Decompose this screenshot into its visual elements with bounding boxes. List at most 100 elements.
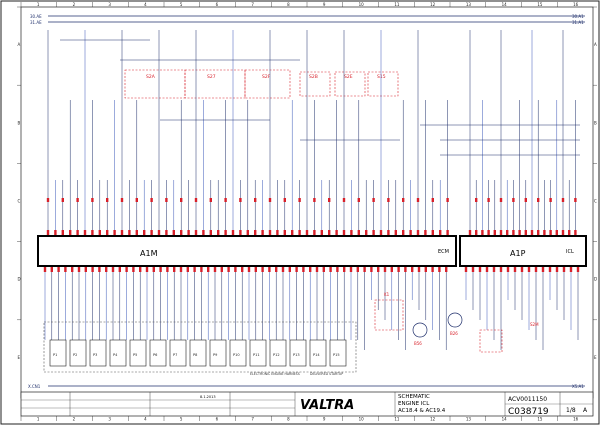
connector-pin — [518, 230, 521, 235]
connector-pin — [50, 267, 53, 272]
rail-top-left-1: 30.AE — [30, 14, 42, 19]
connector-pin — [283, 230, 286, 235]
component-label-s2m: S2M — [530, 322, 539, 327]
connector-pin — [411, 267, 414, 272]
vertical-wires — [47, 30, 580, 236]
connector-pin — [200, 267, 203, 272]
connector-pin — [499, 267, 503, 272]
connector-box — [169, 339, 187, 367]
column-label: 8 — [287, 2, 290, 7]
column-label: 12 — [430, 417, 436, 422]
connector-pin — [194, 230, 198, 235]
connector-pin — [254, 267, 257, 272]
rail-top-right-2: 31.A1 — [572, 20, 584, 25]
row-label: C — [594, 199, 597, 204]
column-label: 10 — [359, 417, 365, 422]
connector-pin — [246, 230, 249, 235]
connector-box-label: P8 — [193, 353, 197, 357]
connector-pin — [173, 267, 176, 272]
connector-pin — [106, 230, 109, 235]
connector-box-label: P7 — [173, 353, 177, 357]
connector-pin — [283, 198, 286, 202]
connector-pin — [356, 267, 359, 272]
connector-pin — [313, 198, 316, 202]
connector-pin — [71, 267, 74, 272]
connector-pin — [150, 198, 153, 202]
drawing-number: C038719 — [508, 407, 549, 417]
rail-top-right-1: 30.A1 — [572, 14, 584, 19]
connector-pin — [180, 230, 183, 235]
bottom-right-components: B56 B26 S2M K1 — [374, 292, 539, 353]
connector-pin — [209, 230, 212, 235]
connector-pin — [261, 267, 264, 272]
connector-pin — [43, 267, 47, 272]
column-label: 14 — [502, 417, 508, 422]
connector-pin — [576, 267, 580, 272]
connector-pin — [313, 230, 316, 235]
connector-pin — [241, 267, 244, 272]
connector-pin — [113, 230, 116, 235]
connector-pin — [438, 267, 441, 272]
connector-box — [49, 339, 67, 367]
connector-box — [209, 339, 227, 367]
icl-label: ICL — [566, 249, 574, 255]
connector-pin — [320, 230, 323, 235]
connector-pin — [537, 230, 540, 235]
connector-pin — [76, 230, 79, 235]
connector-pin — [478, 267, 482, 272]
connector-pin — [475, 230, 478, 235]
column-label: 4 — [144, 2, 147, 7]
connector-box — [69, 339, 87, 367]
connector-pin — [543, 230, 546, 235]
connector-box-label: P12 — [273, 353, 280, 357]
connector-box-label: P11 — [253, 353, 260, 357]
column-label: 2 — [73, 417, 76, 422]
column-label: 3 — [108, 417, 111, 422]
switch-box-s2f — [244, 69, 291, 99]
column-label: 13 — [466, 417, 472, 422]
doc-number: ACV0011150 — [508, 396, 547, 403]
connector-pin — [76, 198, 79, 202]
connector-box — [149, 339, 167, 367]
connector-pin — [172, 230, 175, 235]
connector-pin — [402, 230, 405, 235]
connector-pin — [298, 198, 301, 202]
connector-pin — [207, 267, 210, 272]
column-label: 6 — [216, 2, 219, 7]
connector-pin — [574, 198, 577, 202]
connector-pin — [166, 267, 169, 272]
connector-pin — [46, 230, 50, 235]
connector-pin — [202, 230, 205, 235]
connector-pin — [513, 267, 517, 272]
connector-pin — [499, 198, 503, 202]
column-label: 13 — [466, 2, 472, 7]
connector-box-label: P9 — [213, 353, 217, 357]
column-label: 12 — [430, 2, 436, 7]
connector-pin — [569, 267, 573, 272]
connector-box-label: P13 — [293, 353, 300, 357]
connector-pin — [180, 198, 183, 202]
component-label-b56: B56 — [414, 341, 422, 346]
connector-pin — [464, 267, 468, 272]
connector-pin — [485, 267, 489, 272]
connector-pin — [343, 267, 346, 272]
connector-pin — [370, 267, 373, 272]
connector-pin — [548, 267, 552, 272]
column-label: 10 — [359, 2, 365, 7]
connector-pin — [481, 230, 484, 235]
connector-pin — [424, 230, 427, 235]
connector-pin — [298, 230, 301, 235]
connector-pin — [213, 267, 217, 272]
connector-pin — [342, 198, 346, 202]
connector-pin — [209, 198, 212, 202]
component-b26 — [447, 312, 463, 328]
connector-pin — [281, 267, 285, 272]
connector-pin — [431, 230, 434, 235]
connector-pin — [194, 198, 198, 202]
component-label-s2f: S2F — [262, 74, 271, 80]
column-label: 14 — [502, 2, 508, 7]
connector-pin — [254, 230, 257, 235]
ecm-label: ECM — [438, 249, 449, 255]
connector-pin — [91, 198, 94, 202]
